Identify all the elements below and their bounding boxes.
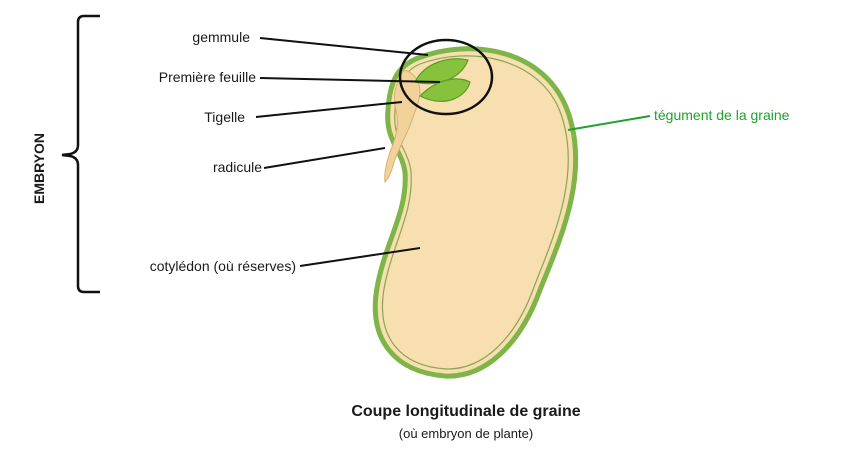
label-cotyledon: cotylédon (où réserves): [150, 258, 296, 274]
label-radicule: radicule: [213, 159, 262, 175]
caption-subtitle: (où embryon de plante): [399, 426, 533, 441]
label-gemmule: gemmule: [192, 29, 250, 45]
gemmule-circle: [398, 38, 494, 116]
label-tegument: tégument de la graine: [654, 107, 790, 123]
leader-premiere-feuille: [259, 77, 441, 83]
embryo-axis: [384, 69, 421, 184]
caption-title: Coupe longitudinale de graine: [351, 403, 580, 420]
leader-tigelle: [255, 101, 403, 118]
label-premiere-feuille: Première feuille: [159, 69, 256, 85]
label-tigelle: Tigelle: [204, 109, 245, 125]
embryon-bracket: [61, 14, 100, 294]
leader-cotyledon: [299, 247, 421, 267]
leaf-lower: [418, 78, 471, 102]
leader-gemmule: [259, 37, 429, 56]
seed-coat-inner-line: [382, 55, 569, 370]
side-label-embryon: EMBRYON: [31, 133, 47, 204]
leader-tegument: [567, 115, 651, 131]
leader-radicule: [263, 147, 386, 169]
